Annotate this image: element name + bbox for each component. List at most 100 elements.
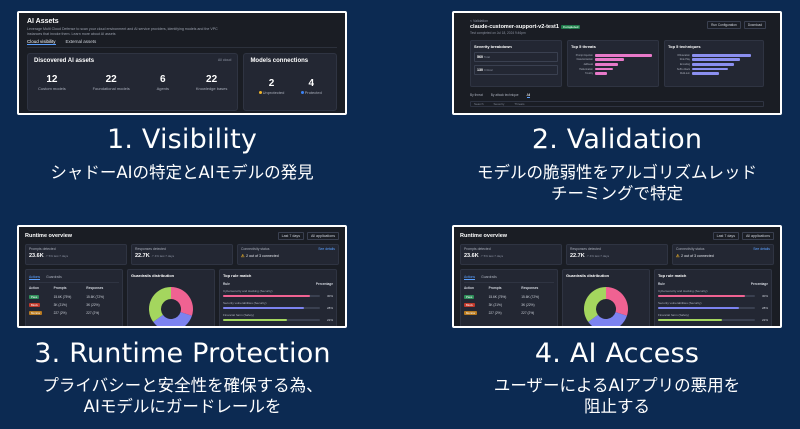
kpi-trend: ↗ 4% last 7 days <box>151 254 175 258</box>
rule-row[interactable]: Cybersecurity and Hacking (Security)30% <box>658 289 768 298</box>
donut-slice[interactable] <box>588 312 627 328</box>
bar-row: Multi-turn <box>668 71 760 76</box>
caption-subtitle-line1: プライバシーと安全性を確保する為、 <box>42 376 323 395</box>
column-header: Percentage <box>315 282 333 286</box>
rule-fill <box>658 295 746 297</box>
rule-fill <box>223 307 305 309</box>
column-header: Responses <box>86 286 104 290</box>
rule-row[interactable]: Financial harm (Safety)22% <box>223 313 333 322</box>
run-configuration-button[interactable]: Run Configuration <box>707 21 741 29</box>
discovered-assets-scope: All cloud <box>217 58 232 62</box>
tab-external-assets[interactable]: External assets <box>65 39 97 44</box>
see-details-link[interactable]: See details <box>753 247 770 251</box>
stat-number: 12 <box>46 74 58 85</box>
bar-label: Role Play <box>679 58 690 62</box>
rule-row[interactable]: Security vulnerabilities (Security)28% <box>223 301 333 310</box>
prompts-cell: 15.6K (75%) <box>488 295 507 299</box>
rule-row[interactable]: Privacy (Privacy)15% <box>658 325 768 326</box>
applications-dropdown[interactable]: All applications <box>742 232 774 240</box>
stat-number: 2 <box>268 78 275 89</box>
tab-guardrails[interactable]: Guardrails <box>481 275 497 279</box>
date-range-dropdown[interactable]: Last 7 days <box>277 232 305 240</box>
tab-actions[interactable]: Actions <box>29 275 41 280</box>
tab-guardrails[interactable]: Guardrails <box>46 275 62 279</box>
rule-name: Security vulnerabilities (Security) <box>223 301 267 305</box>
caption-ai-access: 4. AI Access ユーザーによるAIアプリの悪用を 阻止する <box>452 338 782 417</box>
action-pill: Pass <box>464 295 475 299</box>
rule-row[interactable]: Privacy (Privacy)15% <box>223 325 333 326</box>
caption-title: 2. Validation <box>531 124 703 155</box>
donut-slice[interactable] <box>606 287 628 316</box>
responses-cell: 15.6K (72%) <box>521 295 539 299</box>
bar-row: Role Play <box>668 58 760 63</box>
threats-title: Top 5 threats <box>571 44 596 49</box>
stat-number: 22 <box>105 74 117 85</box>
download-button[interactable]: Download <box>743 21 766 29</box>
status-badge: Completed <box>560 24 581 29</box>
rule-fill <box>223 295 311 297</box>
date-range-dropdown[interactable]: Last 7 days <box>712 232 740 240</box>
see-details-link[interactable]: See details <box>318 247 335 251</box>
kpi-trend: ↗ 5% last 7 days <box>480 254 504 258</box>
stat-custom-models: 12 Custom models <box>38 74 66 91</box>
rule-row[interactable]: Financial harm (Safety)22% <box>658 313 768 322</box>
stat-number: 6 <box>160 74 166 85</box>
stat-number: 22 <box>206 74 218 85</box>
tab-actions[interactable]: Actions <box>464 275 476 280</box>
donut-slice[interactable] <box>149 287 171 322</box>
bar-row: Encoding <box>668 62 760 67</box>
search-input[interactable]: Search Severity Threats <box>470 101 764 107</box>
bar-row: Suffix Attack <box>668 67 760 72</box>
runtime-title: Runtime overview <box>25 233 73 239</box>
prompts-cell: 3K (21%) <box>488 303 502 307</box>
caption-subtitle: シャドーAIの特定とAIモデルの発見 <box>50 163 314 182</box>
stat-label: Agents <box>156 86 170 91</box>
stat-foundational-models: 22 Foundational models <box>93 74 130 91</box>
column-header: Responses <box>521 286 539 290</box>
model-connections-title: Models connections <box>250 58 309 64</box>
warning-icon: ⚠ <box>241 253 245 258</box>
stat-protected: 4 Protected <box>300 78 322 95</box>
severity-filter[interactable]: Severity <box>493 102 505 106</box>
table-row[interactable]: Pass 15.6K (75%) 15.6K (72%) <box>464 293 554 301</box>
donut-slice[interactable] <box>584 287 606 322</box>
tab-cloud-visibility[interactable]: Cloud visibility <box>27 39 56 45</box>
responses-cell: 3K (22%) <box>521 303 535 307</box>
bar-row: Toxicity <box>571 71 655 76</box>
threats-filter[interactable]: Threats <box>514 102 525 106</box>
donut-slice[interactable] <box>153 312 192 328</box>
filter-by-threat[interactable]: By threat <box>470 93 483 97</box>
caption-subtitle-line2: AIモデルにガードレールを <box>83 397 282 416</box>
rule-percentage: 30% <box>326 294 333 298</box>
applications-dropdown[interactable]: All applications <box>307 232 339 240</box>
bar <box>692 58 740 62</box>
guardrails-donut-chart <box>584 287 628 328</box>
bar-label: Data Extraction <box>576 58 593 62</box>
rule-track <box>658 295 755 297</box>
bar-label: Multi-turn <box>680 72 690 76</box>
caption-visibility: 1. Visibility シャドーAIの特定とAIモデルの発見 <box>17 124 347 183</box>
filter-all[interactable]: All <box>526 93 531 98</box>
rule-name: Financial harm (Safety) <box>658 313 690 317</box>
donut-slice[interactable] <box>171 287 193 316</box>
rule-row[interactable]: Security vulnerabilities (Security)28% <box>658 301 768 310</box>
breadcrumb[interactable]: < Validation <box>470 19 489 23</box>
caption-subtitle-line2: チーミングで特定 <box>551 184 683 203</box>
rule-row[interactable]: Cybersecurity and Hacking (Security)30% <box>223 289 333 298</box>
severity-label: Total <box>484 55 490 59</box>
caption-title: 4. AI Access <box>534 338 700 369</box>
prompts-cell: 3K (21%) <box>53 303 67 307</box>
bar-row: Jailbreak <box>571 62 655 67</box>
responses-cell: 227 (2%) <box>86 311 100 315</box>
filter-by-technique[interactable]: By attack technique <box>490 93 519 97</box>
